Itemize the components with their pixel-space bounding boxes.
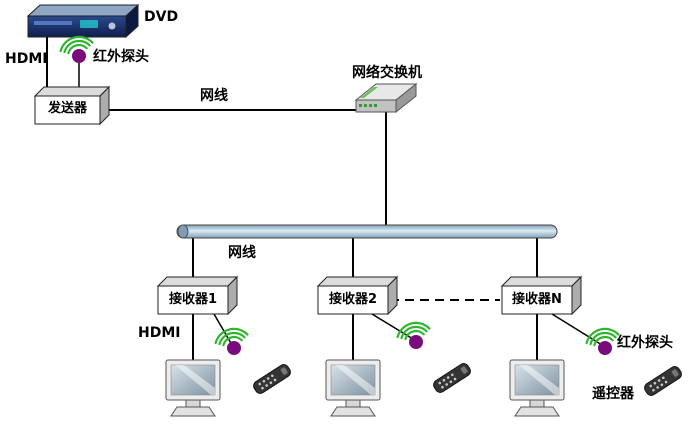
- receiver1-box: [156, 275, 239, 316]
- ir-emitter-1-icon: [212, 324, 250, 357]
- receiver2-box: [316, 275, 399, 316]
- remote-icon-1: [251, 362, 293, 396]
- ir-emitter-2-icon: [394, 318, 432, 351]
- cable-top-label: 网线: [200, 88, 228, 104]
- network-switch-label: 网络交换机: [352, 65, 422, 81]
- tv-icon-1: [165, 359, 221, 417]
- remote-icon-3: [642, 364, 684, 398]
- receiver1-top-face: [156, 276, 239, 287]
- tv-icon-3: [509, 359, 565, 417]
- network-switch-icon: [354, 82, 418, 114]
- cable-trunk-label: 网线: [228, 245, 256, 261]
- dvd-player-icon: [26, 3, 140, 39]
- hdmi-source-label: HDMI: [5, 51, 48, 67]
- receiverN-front-face: [501, 285, 573, 315]
- receiverN-top-face: [500, 276, 583, 287]
- remote-label: 遥控器: [592, 386, 634, 402]
- switch-top-stripe: [360, 87, 378, 98]
- pipe-end-cap: [177, 224, 189, 239]
- ir-stem-receiverN: [551, 313, 603, 346]
- remote-icon-2: [431, 361, 473, 395]
- tv-icon-2: [325, 359, 381, 417]
- receiverN-box: [500, 275, 583, 316]
- ir-stem-receiver1: [213, 313, 233, 346]
- ir-stem-receiver2: [371, 313, 414, 340]
- dvd-top-face: [26, 4, 140, 17]
- dvd-label: DVD: [144, 9, 179, 25]
- transmitter-top-face: [33, 86, 111, 97]
- receiver1-label: 接收器1: [168, 292, 218, 307]
- ir-emitter-3-icon: [583, 324, 621, 357]
- dvd-display: [80, 20, 98, 28]
- dvd-disc-tray: [34, 21, 72, 25]
- ir-probe-right-label: 红外探头: [617, 335, 673, 351]
- transmitter-box: [33, 85, 111, 126]
- receiver2-top-face: [316, 276, 399, 287]
- receiver2-front-face: [317, 285, 389, 315]
- receiver2-label: 接收器2: [328, 292, 378, 307]
- ir-probe-top-label: 红外探头: [93, 49, 149, 65]
- switch-leds: [359, 104, 377, 107]
- ir-emitter-top-icon: [57, 32, 95, 65]
- receiverN-label: 接收器N: [512, 292, 562, 307]
- cable-lines: [46, 37, 603, 362]
- ethernet-trunk-pipe: [176, 224, 558, 239]
- receiver1-front-face: [157, 285, 229, 315]
- hdmi-display-label: HDMI: [138, 325, 181, 341]
- transmitter-front-face: [34, 95, 101, 125]
- dvd-power-button: [108, 22, 116, 30]
- transmitter-label: 发送器: [47, 101, 87, 116]
- pipe-body: [176, 224, 558, 239]
